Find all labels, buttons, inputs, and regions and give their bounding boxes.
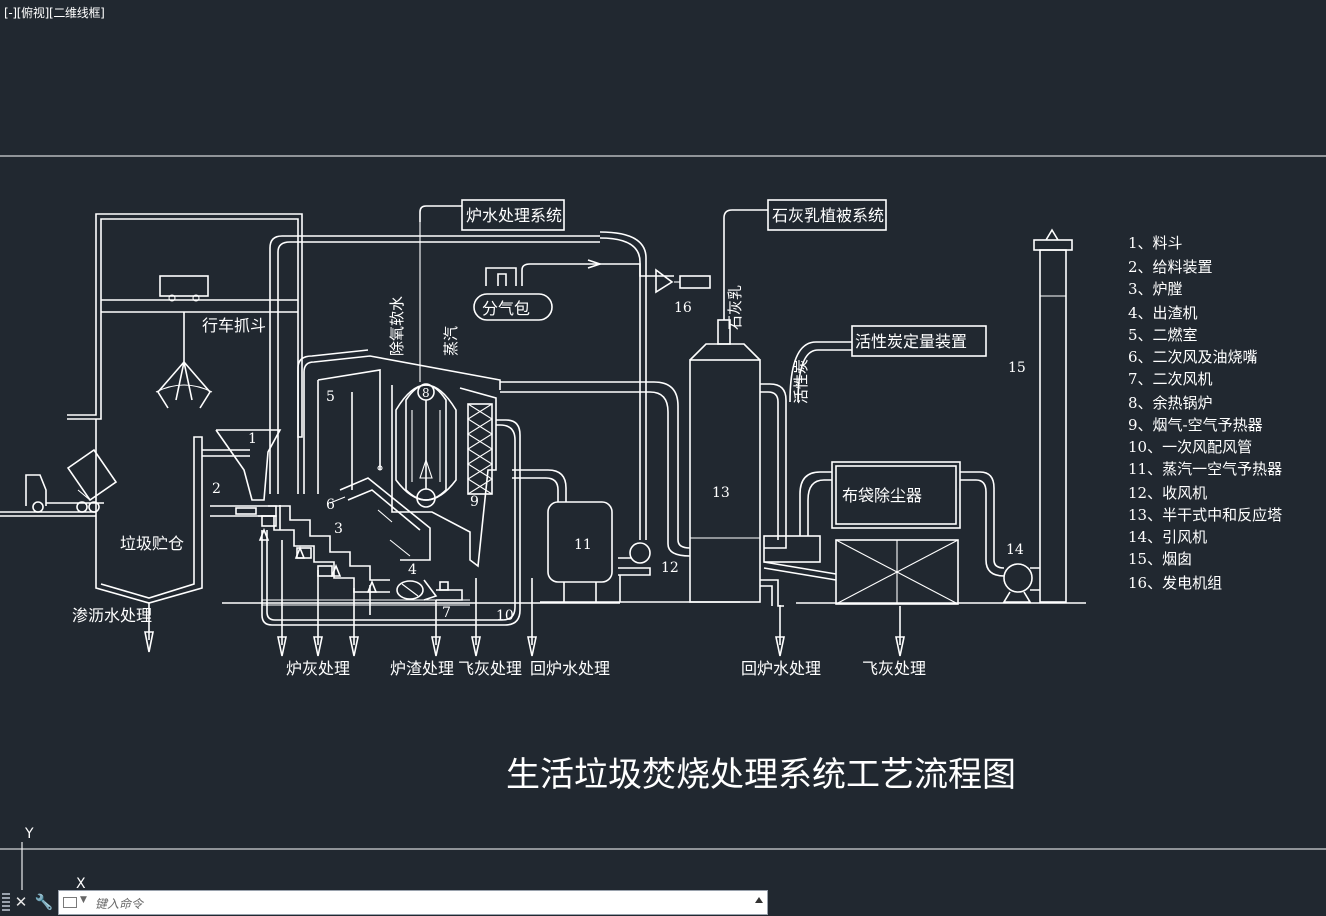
- component-numbers: 1 2 3 4 5 6 7 8 9 10 11 12 13 14 15 16: [212, 300, 1026, 624]
- waste-heat-boiler: [297, 349, 501, 568]
- close-icon[interactable]: ✕: [14, 893, 28, 911]
- drawing-title: 生活垃圾焚烧处理系统工艺流程图: [506, 755, 1016, 795]
- boxed-labels: 炉水处理系统 石灰乳植被系统 活性炭定量装置 分气包 布袋除尘器: [461, 199, 987, 505]
- steam-lines: [269, 205, 711, 494]
- number-label: 2: [212, 481, 221, 497]
- number-label: 13: [712, 485, 730, 501]
- label-deaerated-water: 除氧软水: [388, 296, 406, 356]
- garbage-pit: [95, 419, 250, 653]
- label-leachate: 渗沥水处理: [72, 606, 152, 625]
- legend-item: 4、出渣机: [1128, 304, 1198, 322]
- output-labels: 炉灰处理 炉渣处理 飞灰处理 回炉水处理 回炉水处理 飞灰处理: [286, 659, 926, 678]
- label-steam-drum: 分气包: [482, 299, 530, 318]
- number-label: 11: [574, 537, 592, 553]
- steam-air-heater: [512, 469, 613, 602]
- legend-item: 15、烟囱: [1128, 550, 1192, 568]
- legend-item: 13、半干式中和反应塔: [1128, 506, 1282, 524]
- label-carbon: 活性炭定量装置: [855, 332, 967, 351]
- viewport-controls[interactable]: [-][俯视][二维线框]: [4, 6, 105, 20]
- output-label: 炉灰处理: [286, 659, 350, 678]
- legend-item: 5、二燃室: [1128, 326, 1198, 344]
- ucs-x-label: X: [76, 876, 86, 892]
- output-label: 回炉水处理: [530, 659, 610, 678]
- legend-item: 1、料斗: [1128, 234, 1183, 252]
- air-preheater: [466, 403, 494, 495]
- legend-item: 14、引风机: [1128, 528, 1207, 546]
- legend-item: 16、发电机组: [1128, 574, 1222, 592]
- hopper: [210, 429, 282, 517]
- number-label: 9: [470, 494, 479, 510]
- number-label: 15: [1008, 360, 1026, 376]
- label-steam: 蒸汽: [442, 326, 460, 356]
- bag-filter: [763, 461, 995, 605]
- reaction-tower: [689, 209, 852, 607]
- legend-item: 6、二次风及油烧嘴: [1128, 348, 1258, 366]
- ucs-y-label: Y: [24, 826, 34, 842]
- legend-item: 7、二次风机: [1128, 370, 1213, 388]
- number-label: 1: [248, 431, 257, 447]
- primary-air-ducts: [258, 419, 521, 626]
- command-input[interactable]: [93, 893, 747, 914]
- free-labels: 行车抓斗 垃圾贮仓 渗沥水处理 除氧软水 蒸汽 石灰乳 活性炭: [72, 285, 810, 625]
- output-label: 飞灰处理: [862, 659, 926, 678]
- number-label: 10: [496, 608, 514, 624]
- number-label: 6: [326, 497, 335, 513]
- command-line: ✕ 🔧 ▼: [0, 889, 768, 916]
- wrench-icon[interactable]: 🔧: [34, 893, 54, 911]
- legend-item: 2、给料装置: [1128, 258, 1213, 276]
- chevron-up-icon[interactable]: [755, 897, 763, 903]
- legend-item: 9、烟气-空气予热器: [1128, 416, 1263, 434]
- label-crane: 行车抓斗: [202, 316, 266, 335]
- label-boiler-water: 炉水处理系统: [466, 206, 562, 225]
- number-label: 3: [334, 521, 343, 537]
- number-label: 8: [422, 386, 430, 400]
- number-label: 4: [408, 562, 417, 578]
- output-label: 回炉水处理: [741, 659, 821, 678]
- number-label: 14: [1006, 542, 1024, 558]
- legend-item: 8、余热锅炉: [1128, 394, 1213, 412]
- legend-item: 3、炉膛: [1128, 280, 1183, 298]
- prompt-icon[interactable]: [63, 897, 77, 908]
- number-label: 12: [661, 560, 679, 576]
- output-label: 炉渣处理: [390, 659, 454, 678]
- label-lime-milk: 石灰乳: [726, 285, 744, 330]
- label-activated-carbon: 活性炭: [792, 359, 810, 404]
- command-input-box: ▼: [58, 890, 768, 915]
- output-arrows: [277, 578, 905, 657]
- flue-duct: [500, 381, 691, 557]
- legend-item: 10、一次风配风管: [1128, 438, 1252, 456]
- number-label: 16: [674, 300, 692, 316]
- grip-handle[interactable]: [2, 893, 10, 913]
- legend-item: 12、收风机: [1128, 484, 1207, 502]
- label-pit: 垃圾贮仓: [120, 534, 184, 553]
- number-label: 7: [442, 605, 451, 621]
- ucs-icon: Y X: [21, 826, 86, 892]
- chevron-down-icon[interactable]: ▼: [80, 895, 87, 905]
- grate-furnace: [258, 477, 463, 601]
- blower: [599, 231, 651, 602]
- label-lime: 石灰乳植被系统: [772, 206, 884, 225]
- garbage-truck: [0, 448, 118, 517]
- label-bag-filter: 布袋除尘器: [842, 486, 922, 505]
- induced-fan-and-chimney: [985, 228, 1073, 603]
- legend-item: 11、蒸汽一空气予热器: [1128, 460, 1282, 478]
- output-label: 飞灰处理: [458, 659, 522, 678]
- crane-structure: [67, 213, 303, 438]
- legend: 1、料斗 2、给料装置 3、炉膛 4、出渣机 5、二燃室 6、二次风及油烧嘴 7…: [1128, 234, 1282, 592]
- number-label: 5: [326, 389, 335, 405]
